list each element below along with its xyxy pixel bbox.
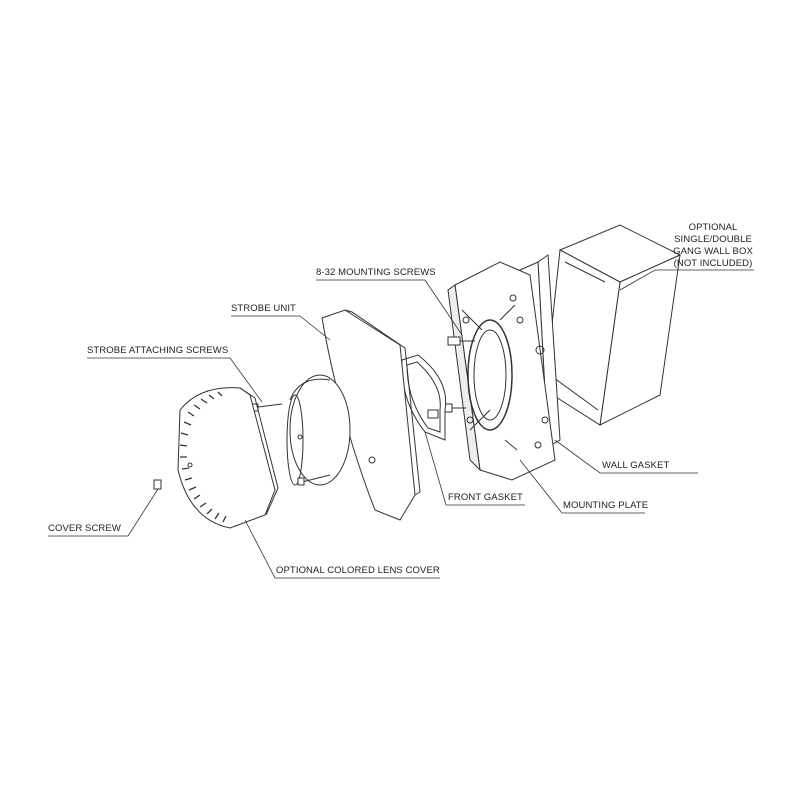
cover-screw: [153, 479, 162, 490]
strobe-unit: [286, 309, 421, 521]
label-strobe-attaching-screws: STROBE ATTACHING SCREWS: [87, 345, 229, 356]
label-wall-box: OPTIONAL SINGLE/DOUBLE GANG WALL BOX (NO…: [668, 222, 758, 270]
label-strobe-unit: STROBE UNIT: [231, 303, 296, 314]
label-wall-gasket: WALL GASKET: [602, 460, 670, 471]
wall-box: [544, 224, 682, 426]
label-line: SINGLE/DOUBLE: [674, 234, 752, 245]
label-mounting-plate: MOUNTING PLATE: [563, 500, 649, 511]
label-front-gasket: FRONT GASKET: [448, 492, 523, 503]
label-lens-cover: OPTIONAL COLORED LENS COVER: [276, 565, 440, 576]
label-line: GANG WALL BOX: [673, 246, 753, 257]
label-line: OPTIONAL: [688, 222, 738, 233]
label-cover-screw: COVER SCREW: [48, 523, 121, 534]
strobe-attaching-screw: [249, 403, 283, 412]
mounting-plate: [447, 261, 556, 481]
leader-lines: [48, 269, 754, 579]
label-mounting-screws: 8-32 MOUNTING SCREWS: [316, 267, 436, 278]
lens-cover: [177, 387, 279, 529]
label-line: (NOT INCLUDED): [673, 258, 753, 269]
mounting-screws: [439, 336, 475, 413]
